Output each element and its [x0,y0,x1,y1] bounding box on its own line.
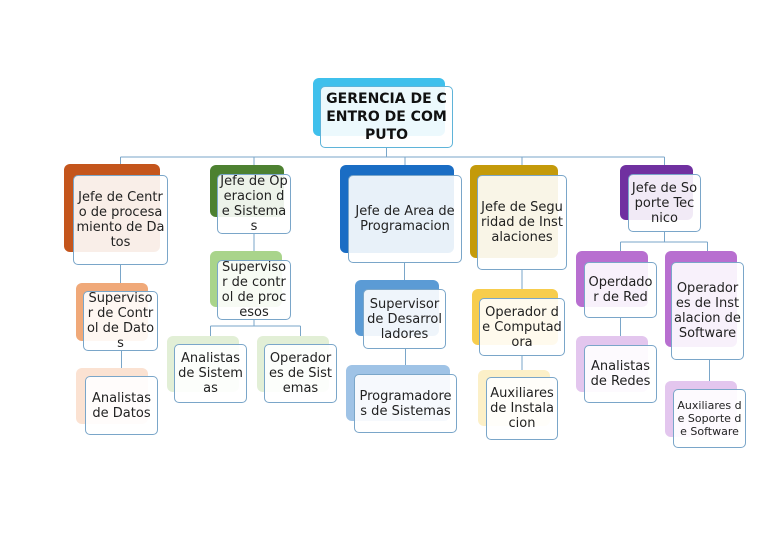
node-jefe-de-operacion-de-sistemas: Jefe de Operacion de Sistemas [217,174,291,234]
node-auxiliares-de-instalacion: Auxiliares de Instalacion [486,377,558,440]
node-operadores-de-instalacion-de-software: Operadores de Instalacion de Software [671,262,744,360]
node-supervisor-de-control-de-procesos: Supervisor de control de procesos [217,260,291,320]
node-jefe-de-seguridad-de-instalaciones: Jefe de Seguridad de Instalaciones [477,175,567,270]
node-jefe-de-area-de-programacion: Jefe de Area de Programacion [348,175,462,263]
node-gerencia-de-centro-de-computo: GERENCIA DE CENTRO DE COMPUTO [320,86,453,148]
node-jefe-de-centro-de-procesamiento-de-datos: Jefe de Centro de procesamiento de Datos [73,175,168,265]
node-operador-de-computadora: Operador de Computadora [479,298,565,356]
node-supervisor-de-desarrolladores: Supervisor de Desarrolladores [363,289,446,349]
node-operdador-de-red: Operdador de Red [584,262,657,318]
node-auxiliares-de-soporte-de-software: Auxiliares de Soporte de Software [673,389,746,448]
node-analistas-de-redes: Analistas de Redes [584,345,657,403]
node-analistas-de-datos: Analistas de Datos [85,376,158,435]
node-programadores-de-sistemas: Programadores de Sistemas [354,374,457,433]
node-jefe-de-soporte-tecnico: Jefe de Soporte Tecnico [628,174,701,232]
node-supervisor-de-control-de-datos: Supervisor de Control de Datos [83,291,158,351]
node-operadores-de-sistemas: Operadores de Sistemas [264,344,337,403]
node-analistas-de-sistemas: Analistas de Sistemas [174,344,247,403]
